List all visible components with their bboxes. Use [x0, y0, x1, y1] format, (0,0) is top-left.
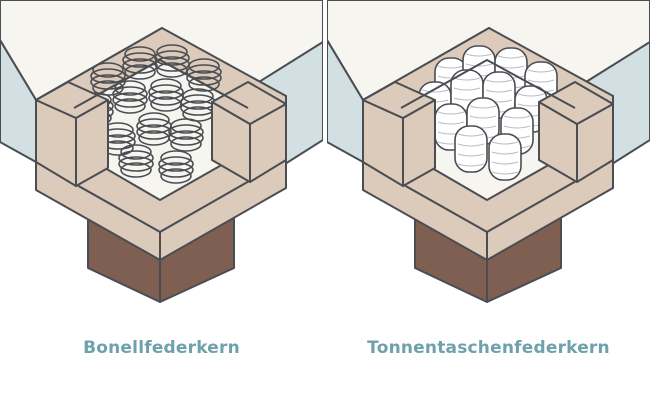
spring-elements	[418, 45, 558, 181]
padding-layer-right	[159, 159, 287, 261]
foam-block-left-top	[35, 81, 109, 119]
foam-block-right-top	[211, 81, 287, 125]
bonnell-coil	[168, 118, 204, 152]
foam-block-left-top	[362, 81, 436, 119]
foam-block-right-top	[538, 81, 614, 125]
padding-layer-right	[486, 159, 614, 261]
bonnell-coil	[112, 80, 148, 114]
compartment-back-edges	[400, 58, 576, 109]
foam-block-right	[211, 81, 287, 183]
panel-divider	[323, 0, 327, 400]
caption-bonnell: Bonellfederkern	[83, 338, 240, 358]
bonnell-coil	[158, 150, 194, 184]
foam-block-left	[35, 81, 109, 187]
panel-bonnell-spring-core: Bonellfederkern	[0, 0, 323, 400]
pocket-spring-core-diagram	[327, 0, 650, 303]
bonnell-coil	[154, 44, 190, 78]
panel-pocket-spring-core: Tonnentaschenfederkern	[327, 0, 650, 400]
caption-pocket: Tonnentaschenfederkern	[367, 338, 610, 358]
compartment-back-edges	[73, 58, 249, 109]
bonnell-coil	[118, 144, 154, 178]
foam-block-left	[362, 81, 436, 187]
bonnell-coil	[122, 46, 158, 80]
pocket-spring	[454, 125, 488, 173]
bonnell-spring-core-diagram	[0, 0, 323, 303]
pocket-spring	[488, 133, 522, 181]
foam-block-right	[538, 81, 614, 183]
